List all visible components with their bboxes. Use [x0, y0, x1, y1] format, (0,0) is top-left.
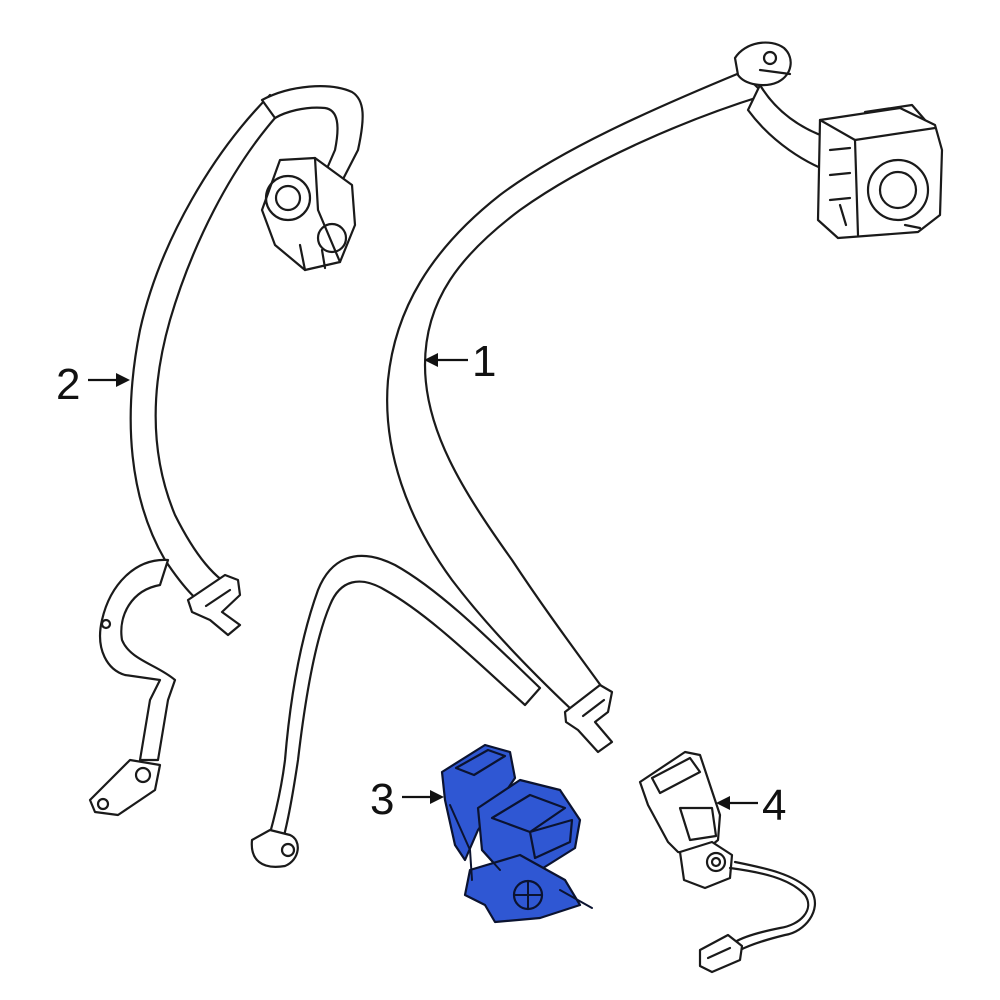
callout-2: 2: [56, 360, 130, 409]
part-1-seat-belt[interactable]: [250, 41, 944, 868]
callout-1-arrowhead: [424, 353, 438, 367]
part-2-belt-strap: [129, 93, 277, 614]
callout-3-number: 3: [370, 775, 394, 824]
part-4-seat-belt-buckle-with-harness[interactable]: [638, 750, 817, 974]
callout-1-number: 1: [472, 337, 496, 386]
callout-4: 4: [716, 781, 786, 830]
callout-4-arrowhead: [716, 796, 730, 810]
part-1-retractor: [816, 103, 944, 240]
callout-2-arrowhead: [116, 373, 130, 387]
part-4-connector: [698, 933, 744, 974]
part-3-seat-belt-buckle[interactable]: [440, 743, 593, 924]
anchor-bolt-hole: [762, 50, 778, 66]
part-2-lap-strap: [99, 558, 177, 762]
callout-2-number: 2: [56, 360, 80, 409]
part-4-wire-harness: [728, 866, 810, 944]
part-2-retractor: [260, 156, 357, 272]
part-2-tongue: [186, 573, 242, 637]
callout-3-arrowhead: [430, 790, 444, 804]
callout-3: 3: [370, 775, 444, 824]
part-2-floor-bracket: [88, 758, 162, 817]
part-1-upper-anchor: [733, 41, 792, 87]
part-1-floor-anchor: [250, 828, 299, 868]
part-4-buckle-body: [638, 750, 722, 857]
part-2-shoulder-loop: [260, 85, 364, 187]
callout-4-number: 4: [762, 781, 786, 830]
part-2-seat-belt[interactable]: [88, 85, 364, 817]
callout-1: 1: [424, 337, 496, 386]
